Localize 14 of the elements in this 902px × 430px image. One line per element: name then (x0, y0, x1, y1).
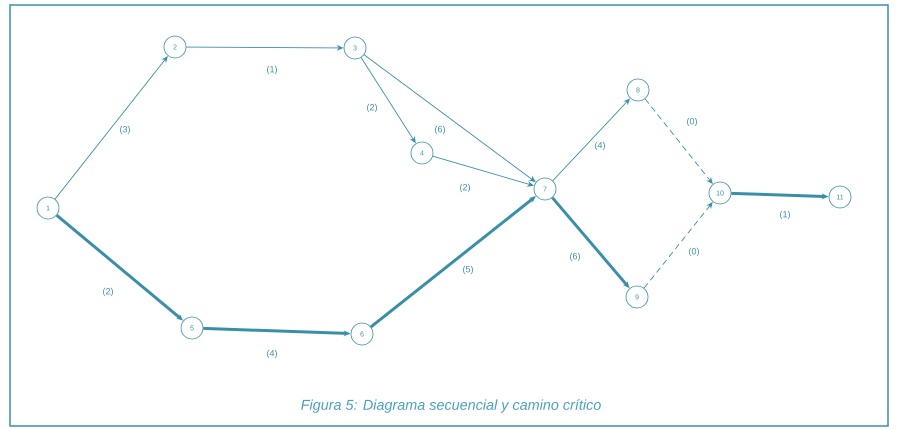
edge-label: (2) (103, 288, 113, 296)
edge-label: (1) (780, 210, 790, 220)
edge-label: (4) (267, 350, 277, 358)
edge-label: (6) (435, 126, 445, 134)
edge-label: (2) (460, 184, 470, 192)
caption: Figura 5: Diagrama secuencial y camino crítico (301, 399, 601, 413)
edge-label: (1) (267, 66, 277, 74)
edge-label: (6) (570, 252, 580, 262)
edge-label: (3) (120, 126, 130, 134)
edge-label: (2) (367, 104, 377, 112)
edge-label: (4) (595, 142, 605, 150)
edge-label: (5) (463, 266, 473, 274)
edge-label: (0) (689, 248, 699, 256)
edge-label: (0) (687, 118, 697, 126)
